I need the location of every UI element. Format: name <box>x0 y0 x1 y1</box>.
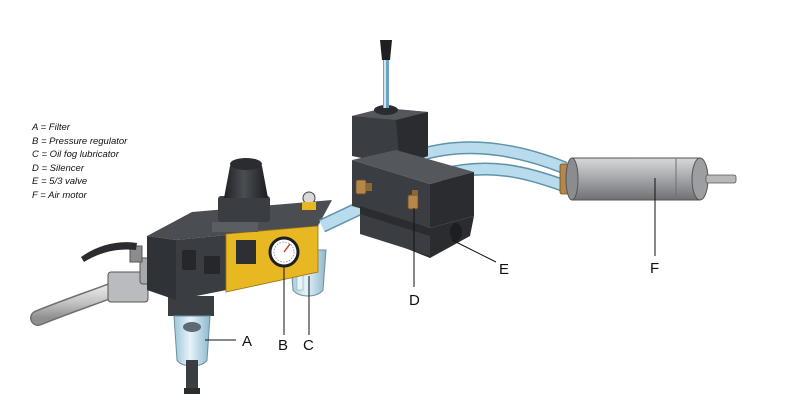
legend-item-oil-fog-lubricator: C = Oil fog lubricator <box>32 149 119 161</box>
supply-hose <box>30 280 126 326</box>
legend-item-valve: E = 5/3 valve <box>32 176 88 188</box>
regulator-knob <box>218 158 270 222</box>
legend-item-silencer: D = Silencer <box>32 162 85 174</box>
callout-d: D <box>409 292 420 309</box>
callout-a: A <box>242 333 252 350</box>
callout-c: C <box>303 337 314 354</box>
legend-item-pressure-regulator: B = Pressure regulator <box>32 135 128 147</box>
valve-lever <box>374 40 398 115</box>
legend: A = Filter B = Pressure regulator C = Oi… <box>32 121 127 203</box>
callout-f: F <box>650 260 659 277</box>
callout-e: E <box>499 261 509 278</box>
callout-b: B <box>278 337 288 354</box>
leader-lines <box>205 178 656 341</box>
directional-valve <box>352 108 474 258</box>
silencers <box>355 179 419 210</box>
pressure-gauge <box>268 236 300 268</box>
legend-item-filter: A = Filter <box>32 122 70 133</box>
air-motor <box>559 157 737 201</box>
legend-item-air-motor: F = Air motor <box>32 189 87 201</box>
lubricator-cap <box>296 191 324 220</box>
filter-bowl <box>168 296 214 394</box>
